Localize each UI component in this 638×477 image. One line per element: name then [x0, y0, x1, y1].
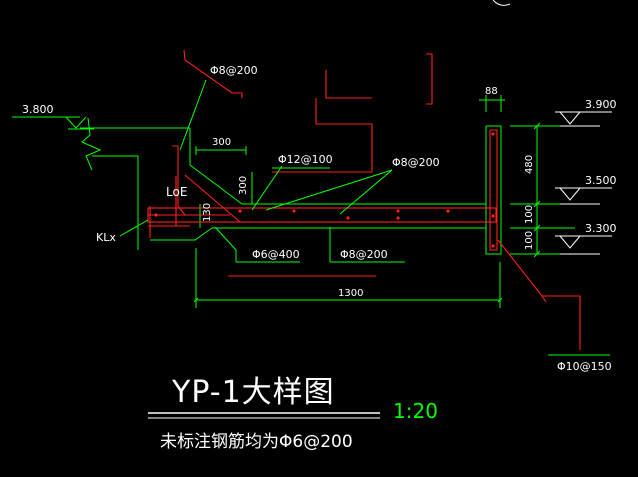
- elevation-right-top: 3.900: [585, 98, 617, 111]
- rebar-label-top-right: Φ8@200: [392, 156, 440, 169]
- rebar-dot: [292, 209, 296, 213]
- concrete-outline: [12, 116, 502, 255]
- right-elevation-markers: [555, 111, 612, 255]
- rebar-dot: [346, 216, 350, 220]
- rebar-dot: [446, 209, 450, 213]
- rebar-label-right-hook: Φ10@150: [557, 360, 612, 373]
- dimension-130: 130: [202, 203, 213, 222]
- rebar-dot: [491, 214, 495, 218]
- dimension-300-vertical: 300: [238, 176, 249, 195]
- elevation-right-bottom: 3.300: [585, 222, 617, 235]
- dimension-300-horizontal: 300: [212, 137, 231, 148]
- elevation-left: 3.800: [22, 103, 54, 116]
- rebar-dot: [238, 209, 242, 213]
- rebar-dot: [154, 213, 158, 217]
- dimension-100-b: 100: [524, 231, 535, 250]
- rebar-label-top-mid: Φ12@100: [278, 153, 333, 166]
- label-loe: LoE: [166, 185, 187, 199]
- dimension-100-a: 100: [524, 205, 535, 224]
- arc-fragment: [492, 0, 511, 6]
- rebar-label-bottom-left: Φ6@400: [252, 248, 300, 261]
- drawing-title: YP-1大样图: [171, 375, 335, 410]
- drawing-scale: 1:20: [393, 399, 438, 423]
- drawing-note: 未标注钢筋均为Φ6@200: [160, 432, 353, 452]
- label-beam: KLx: [96, 231, 116, 244]
- elevation-right-mid: 3.500: [585, 174, 617, 187]
- leader-lines: [119, 79, 610, 356]
- rebar-dot: [396, 216, 400, 220]
- dimension-480: 480: [524, 155, 535, 174]
- rebar-dots: [154, 132, 495, 248]
- rebar-label-top-left: Φ8@200: [210, 64, 258, 77]
- rebar-dot: [491, 244, 495, 248]
- rebar-dot: [491, 132, 495, 136]
- rebar-lines: [147, 49, 581, 350]
- dimension-88: 88: [485, 86, 498, 97]
- rebar-dot: [396, 209, 400, 213]
- dimension-1300: 1300: [338, 288, 363, 299]
- rebar-label-bottom-mid: Φ8@200: [340, 248, 388, 261]
